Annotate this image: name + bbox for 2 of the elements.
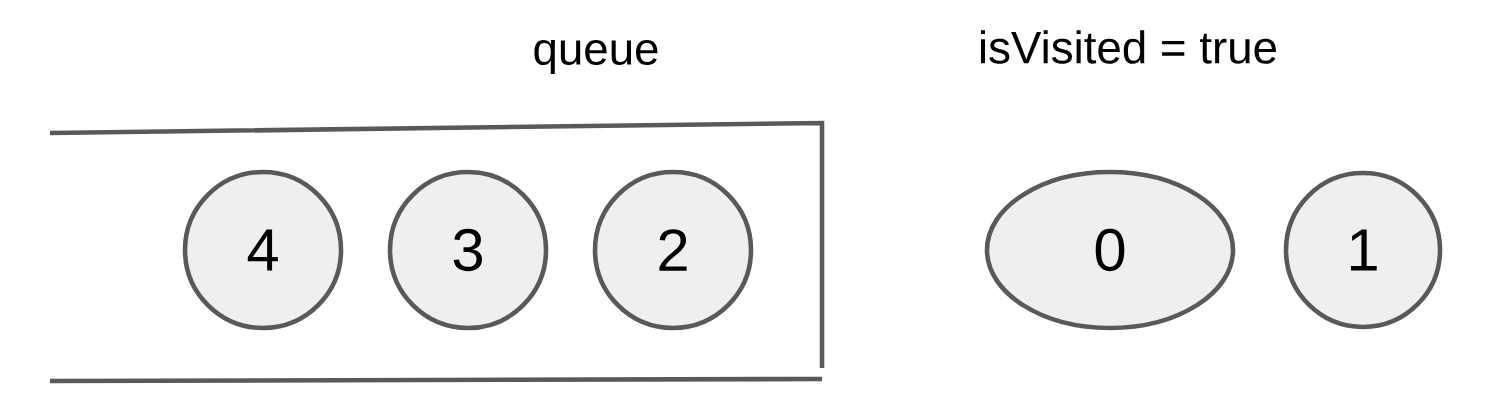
queue-label: queue — [534, 39, 658, 75]
status-label: isVisited = true — [981, 30, 1276, 64]
